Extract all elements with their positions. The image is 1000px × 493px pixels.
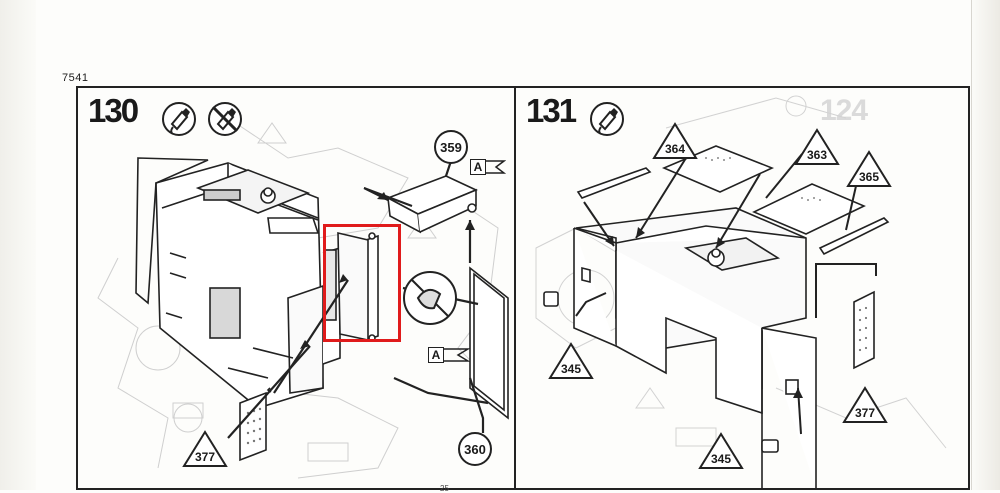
- step-131-panel: 124: [514, 86, 970, 490]
- page-footer-number: 25: [440, 484, 449, 493]
- highlight-box: [323, 224, 401, 342]
- part-callout-365: 365: [846, 150, 892, 188]
- glue-tube-icon: [590, 102, 624, 136]
- step-number: 130: [88, 92, 139, 129]
- step-131-illustration: [535, 95, 947, 488]
- part-callout-359: 359: [434, 130, 468, 164]
- part-callout-360: 360: [458, 432, 492, 466]
- part-callout-377: 377: [842, 386, 888, 424]
- part-callout-363: 363: [794, 128, 840, 166]
- no-glue-icon: [208, 102, 242, 136]
- assembly-flag: A: [428, 346, 470, 364]
- glue-tube-icon: [162, 102, 196, 136]
- step-number: 131: [526, 92, 577, 129]
- part-callout-377: 377: [182, 430, 228, 468]
- step-130-illustration: [97, 117, 509, 479]
- part-callout-345: 345: [548, 342, 594, 380]
- page-code: 7541: [62, 72, 89, 84]
- part-callout-345: 345: [698, 432, 744, 470]
- background-step-number: 124: [820, 94, 868, 127]
- part-callout-364: 364: [652, 122, 698, 160]
- assembly-flag: A: [470, 158, 506, 176]
- step-130-panel: 130 359 360 377 A A: [76, 86, 516, 490]
- scan-right-edge: [971, 0, 1000, 490]
- scan-left-edge: [0, 0, 36, 490]
